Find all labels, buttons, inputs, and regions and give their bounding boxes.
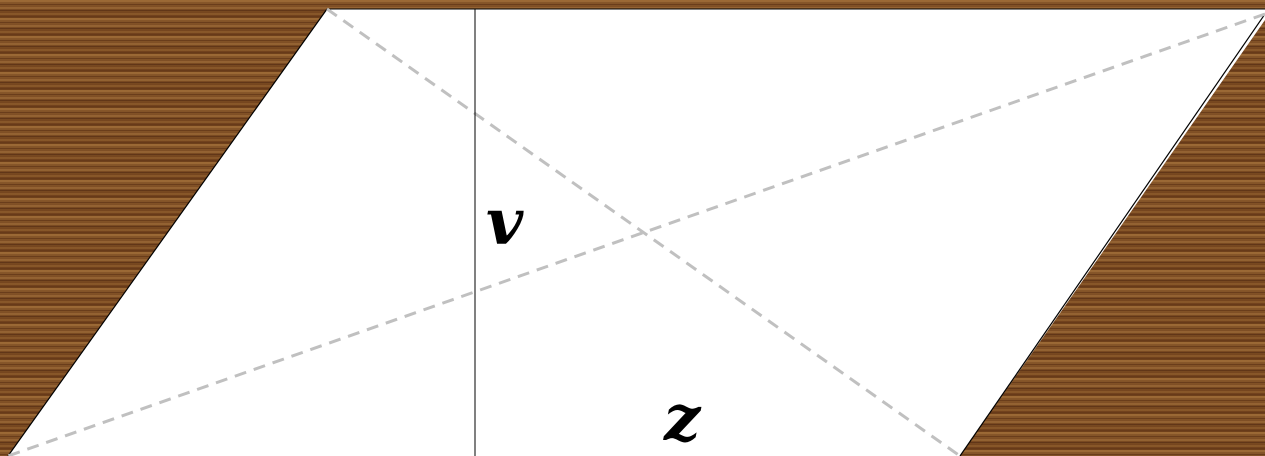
diagonal-a [326,7,961,456]
base-label: z [663,381,702,456]
height-label: v [486,185,524,260]
left-side-edge [7,8,328,456]
parallelogram-fill-left [8,9,1265,456]
diagonal-b [7,12,1265,456]
right-side-edge [959,13,1265,456]
